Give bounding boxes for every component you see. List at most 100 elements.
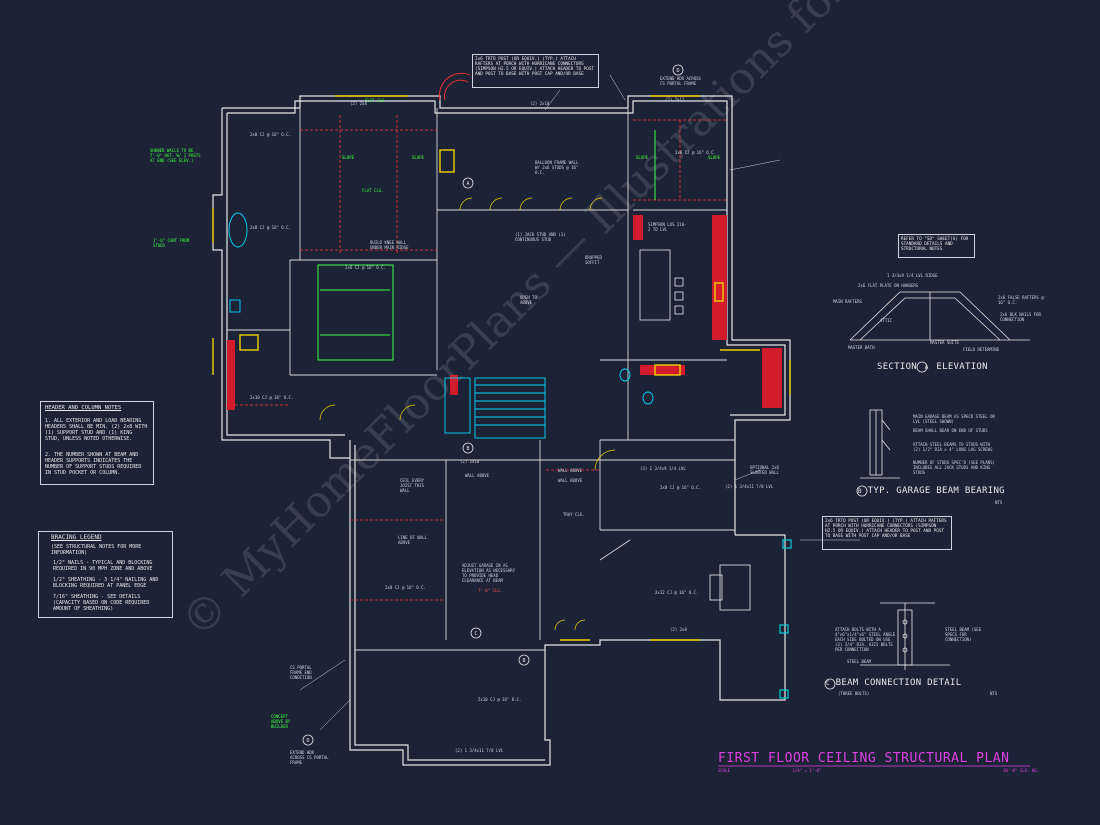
header-label-5: (2) 1 3/4x11 7/8 LVL [725,484,774,489]
joist-label-1: 2x8 CJ @ 16" O.C. [250,132,291,137]
section-a-marker: A [924,364,929,371]
header-label-7: (2) 2x10 [460,459,480,464]
wall-accents [227,215,782,410]
label-slope-4: SLOPE [708,155,721,160]
exterior-walls [212,95,792,766]
label-dropped-soffit: DROPPED SOFFIT [585,255,602,265]
label-flat-clg-1: FLAT CLG. [365,98,387,103]
garage-beam-note-4: NUMBER OF STUDS SPEC'D (SEE PLANS) INCLU… [913,460,995,475]
label-extend-hdr-top: EXTEND HDR ACROSS CS PORTAL FRAME [660,76,701,86]
label-flat-clg-2: FLAT CLG. [362,188,384,193]
bracing-subtitle: (SEE STRUCTURAL NOTES FOR MORE INFORMATI… [51,544,142,556]
label-slope-2: SLOPE [412,155,425,160]
joist-label-9: 2x8 CJ @ 16" O.C. [660,485,701,490]
bracing-item-2: 1/2" SHEATHING - 3 1/4" NAILING AND BLOC… [53,577,159,589]
header-notes-item-2: 2. THE NUMBER SHOWN AT BEAM AND HEADER S… [45,452,142,476]
label-open-above: OPEN TO ABOVE [520,295,537,305]
section-c-marker: C [826,680,830,687]
label-wall-above-2: WALL ABOVE [558,468,583,473]
section-a-refer-box: REFER TO "SD" SHEET(S) FOR STANDARD DETA… [898,234,975,258]
marker-b2: B [522,658,525,664]
marker-d: D [676,68,679,74]
section-b-title-text: TYP. GARAGE BEAM BEARING [867,486,1005,496]
porch-note-right: 2x6 TRTD POST (OR EQUIV.) (TYP.) ATTACH … [822,516,952,550]
plan-title: FIRST FLOOR CEILING STRUCTURAL PLAN [718,751,1010,766]
windows [212,95,791,641]
label-extend-hdr-bottom: EXTEND HDR ACROSS CS PORTAL FRAME [290,750,329,765]
label-main-rafters: MAIN RAFTERS [833,299,862,304]
beam-conn-note-1: ATTACH BOLTS WITH A 4"x6"x1/4"x6" STEEL … [835,627,896,652]
section-a-title: SECTION A ELEVATION [877,362,988,372]
bracing-legend-box: BRACING LEGEND (SEE STRUCTURAL NOTES FOR… [38,531,173,618]
stairs [439,72,546,439]
kitchen-island [639,249,684,321]
section-c-nts: NTS [990,691,998,696]
label-master-suite: MASTER SUITE [930,340,959,345]
header-label-1: (2) 2x8 [350,101,367,106]
header-notes-title: HEADER AND COLUMN NOTES [45,405,122,411]
sheet-note: 10'-0" CLG. HG. [1003,768,1040,773]
joist-label-3: 2x10 CJ @ 16" O.C. [250,395,294,400]
section-markers [302,64,684,746]
section-b-drawing [860,409,900,479]
header-notes-item-1: 1. ALL EXTERIOR AND LOAD BEARING HEADERS… [45,418,148,442]
label-shower-walls: SHOWER WALLS TO BE 7'-0" HGT. W/ 2 POSTS… [150,148,201,163]
label-simpson: SIMPSON LUS 210-2 TO LVL [648,222,687,232]
joist-label-2: 2x8 CJ @ 16" O.C. [250,225,291,230]
garage-beam-note-2: BEAM SHALL BEAR ON END OF STUDS [913,428,988,433]
section-c-drawing [860,602,950,670]
leader-lines [299,74,860,731]
label-slope-1: SLOPE [342,155,355,160]
porch-note-top-text: 2x6 TRTD POST (OR EQUIV.) (TYP.) ATTACH … [475,57,594,77]
joist-label-7: 2x8 CJ @ 16" O.C. [385,585,426,590]
label-line-of-wall: LINE OF WALL ABOVE [398,535,427,545]
joist-label-8: 2x10 CJ @ 16" O.C. [478,697,522,702]
header-label-2: (2) 2x10 [530,101,550,106]
label-attic: ATTIC [880,318,893,323]
label-flat-plate: 2x6 FLAT PLATE ON HANGERS [858,283,919,288]
label-wall-above-3: WALL ABOVE [558,478,583,483]
garage-beam-note-3: ATTACH STEEL BEAMS TO STUDS WITH (2) 1/2… [913,442,993,452]
scale-label: SCALE [718,768,731,773]
marker-b: B [466,446,469,452]
label-optional-wall: OPTIONAL 2x6 SLANTED WALL [750,465,779,475]
label-tray-clg: TRAY CLG. [563,512,585,517]
green-elements [317,130,656,361]
label-knee-wall: BUILD KNEE WALL UNDER MAIN RIDGE [370,240,409,250]
label-field-determine: FIELD DETERMINE [963,347,1000,352]
label-cs-portal: CS PORTAL FRAME END CONDITION [290,665,312,680]
section-b-marker: B [858,488,862,495]
joist-label-6: 2x12 CJ @ 16" O.C. [655,590,699,595]
plan-scale-label: SCALE 1/4" = 1'-0" [718,768,821,773]
section-c-title: C BEAM CONNECTION DETAIL [826,678,961,688]
bracing-title: BRACING LEGEND [51,534,102,541]
bath-fixtures [228,212,654,405]
section-a-title-2: ELEVATION [936,362,988,372]
label-garage-adjust: ADJUST GARAGE IN AS ELEVATION AS NECESSA… [462,563,515,583]
marker-d2: D [306,738,309,744]
beams-red [225,115,727,601]
beam-conn-note-2: STEEL BEAM (SEE SPECS FOR CONNECTION) [945,627,982,642]
marker-a: A [466,181,469,187]
label-garage-clg: 7'-0" CLG. [478,588,503,593]
header-notes-box: HEADER AND COLUMN NOTES 1. ALL EXTERIOR … [40,401,154,485]
watermark: © MyHomeFloorPlans — Illustrations for C… [172,0,1073,648]
section-a-refer-text: REFER TO "SD" SHEET(S) FOR STANDARD DETA… [901,237,969,252]
header-label-6: (2) 2x8 [670,627,687,632]
joist-label-5: 2x8 CJ @ 16" O.C. [675,150,716,155]
joist-label-4: 2x6 CJ @ 16" O.C. [345,265,386,270]
header-label-3: (2) 2x12 [665,97,685,102]
label-above-by-builder: CONCEPT ABOVE BY BUILDER [271,714,291,729]
label-wall-above-1: WALL ABOVE [465,473,490,478]
interior-walls [227,108,751,651]
svg-text:© MyHomeFloorPlans — Illustrat: © MyHomeFloorPlans — Illustrations for C… [172,0,1073,648]
label-lvl-bottom: (2) 1 3/4x11 7/8 LVL [455,748,504,753]
header-label-4: (3) 1 3/4x9 1/4 LVL [640,466,686,471]
section-a-drawing [849,291,1030,341]
label-blk-nails: 2x6 BLK NAILS FOR CONNECTION [1000,312,1041,322]
label-jack-stud: (1) JACK STUD AND (1) CONTINUOUS STUD [515,232,566,242]
label-balloon-frame: BALLOON FRAME WALL W/ 2x6 STUDS @ 16" O.… [535,160,579,175]
label-cant: 1'-0" CANT FROM STUDS [153,238,190,248]
porch-note-right-text: 2x6 TRTD POST (OR EQUIV.) (TYP.) ATTACH … [825,519,947,539]
